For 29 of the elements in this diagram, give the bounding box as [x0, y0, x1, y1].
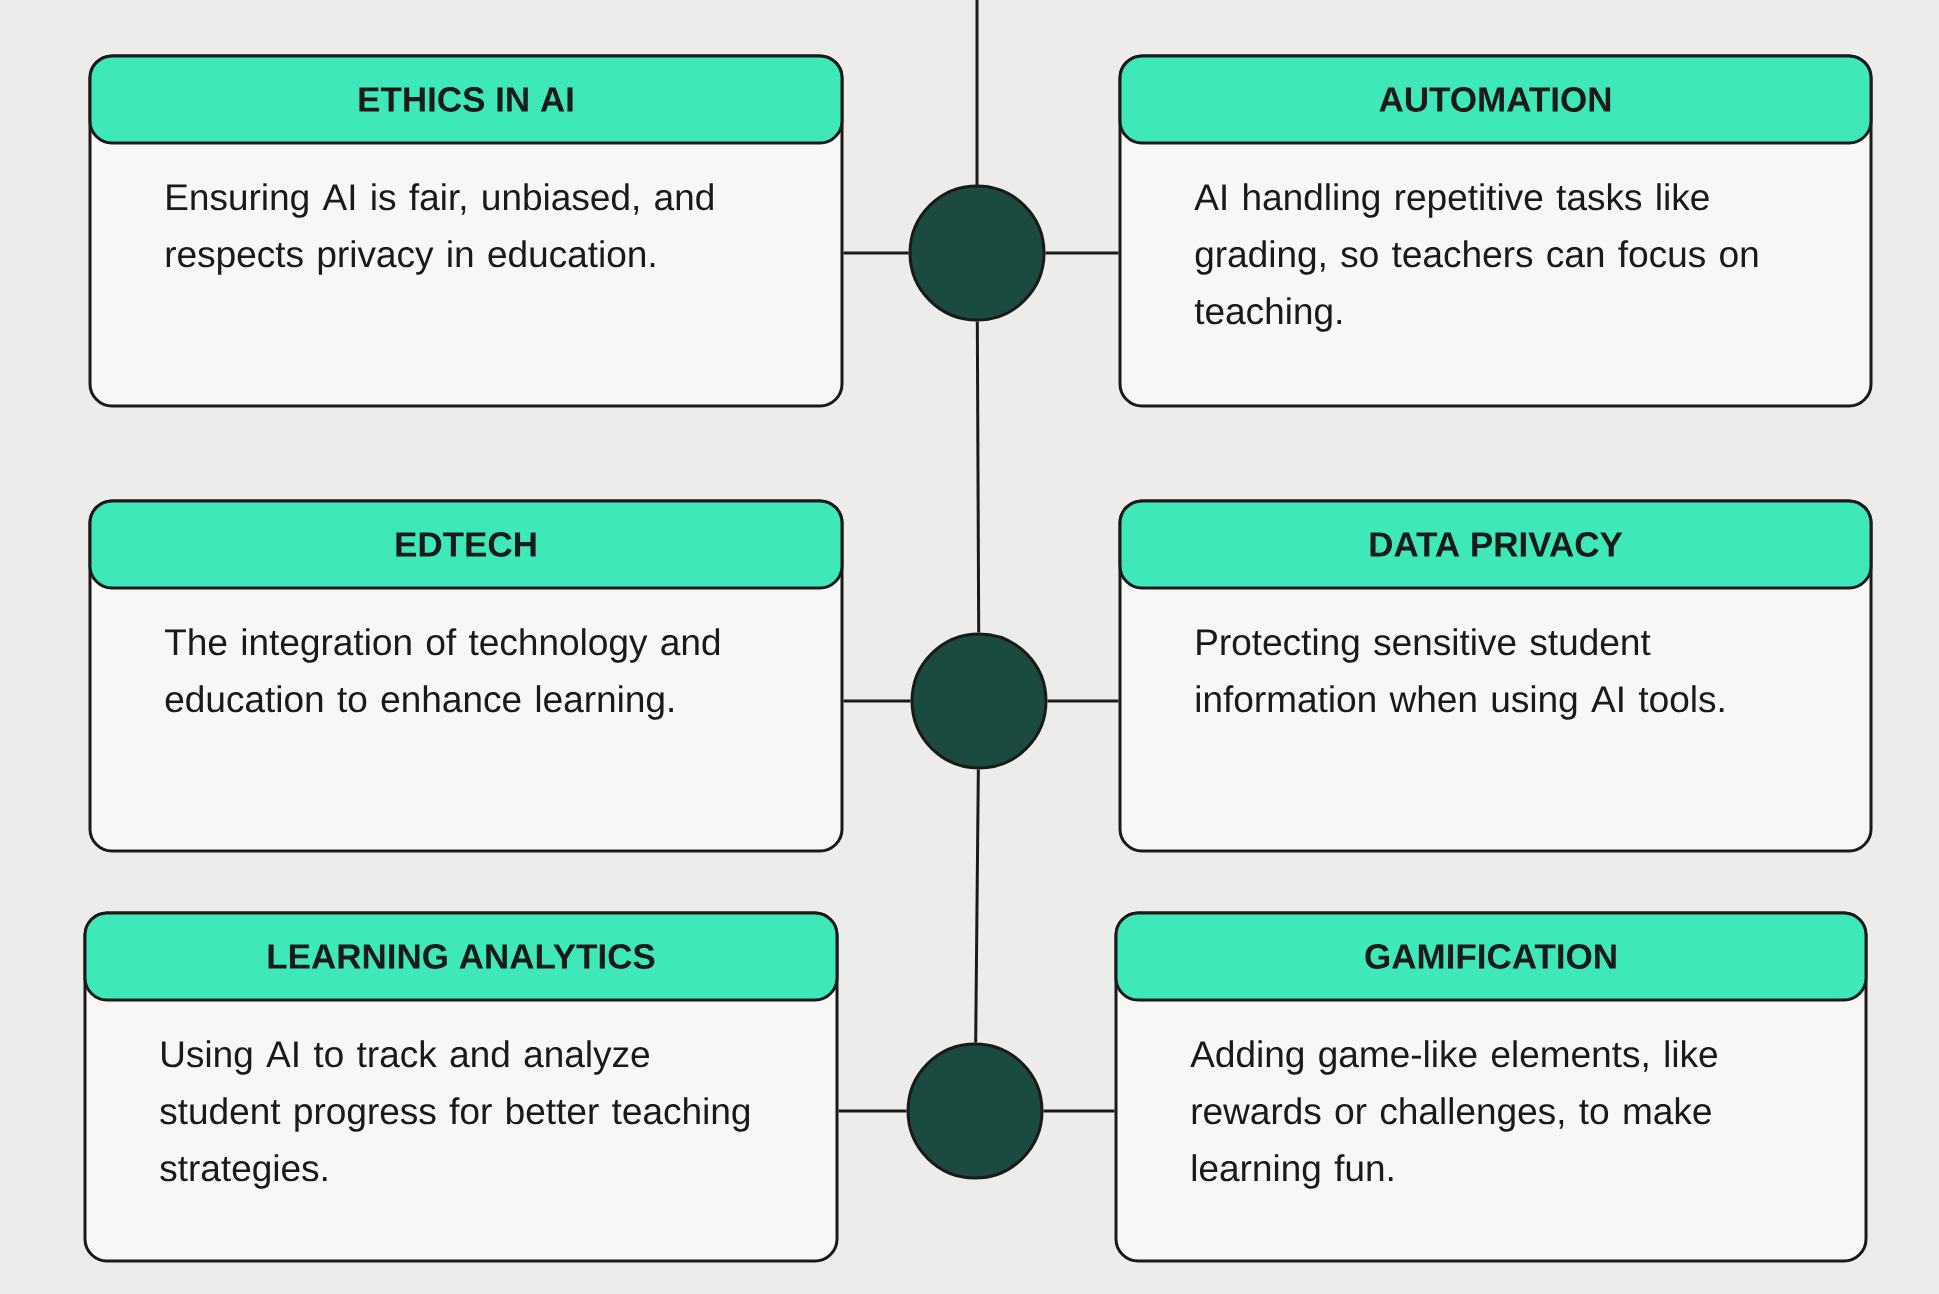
card-text: Adding game-like elements, like rewards or challenges, to make learning fun. — [1190, 1040, 1717, 1189]
connector-line — [843, 699, 911, 703]
header-tab: DATA PRIVACY — [1118, 499, 1873, 590]
card-text: Ensuring AI is fair, unbiased, and respects privacy in education. — [166, 183, 713, 275]
connector-line — [975, 321, 981, 633]
timeline-dot — [908, 184, 1046, 322]
connector-line — [974, 769, 980, 1043]
connector-line — [838, 1109, 907, 1113]
info-card — [88, 499, 844, 853]
connector-line — [1043, 1109, 1115, 1113]
info-card — [88, 54, 844, 408]
info-card — [1114, 911, 1868, 1263]
header-tab: ETHICS IN AI — [88, 54, 844, 145]
timeline-dot — [906, 1042, 1044, 1180]
header-tab: LEARNING ANALYTICS — [83, 911, 839, 1002]
card-text: Using AI to track and analyze student progress for better teaching strategies. — [160, 1040, 750, 1189]
info-card — [83, 911, 839, 1263]
timeline-dot — [910, 632, 1048, 770]
header-tab: EDTECH — [88, 499, 844, 590]
header-tab: GAMIFICATION — [1114, 911, 1868, 1002]
card-text: AI handling repetitive tasks like grading, so teachers can focus on teaching. — [1194, 183, 1758, 332]
connector-line — [1045, 251, 1119, 255]
connector-line — [1047, 699, 1119, 703]
info-card — [1118, 54, 1873, 408]
card-text: Protecting sensitive student information when using AI tools. — [1196, 628, 1724, 720]
card-text: The integration of technology and education to enhance learning. — [165, 628, 720, 720]
connector-line — [843, 251, 909, 255]
info-card — [1118, 499, 1873, 853]
header-tab: AUTOMATION — [1118, 54, 1873, 145]
